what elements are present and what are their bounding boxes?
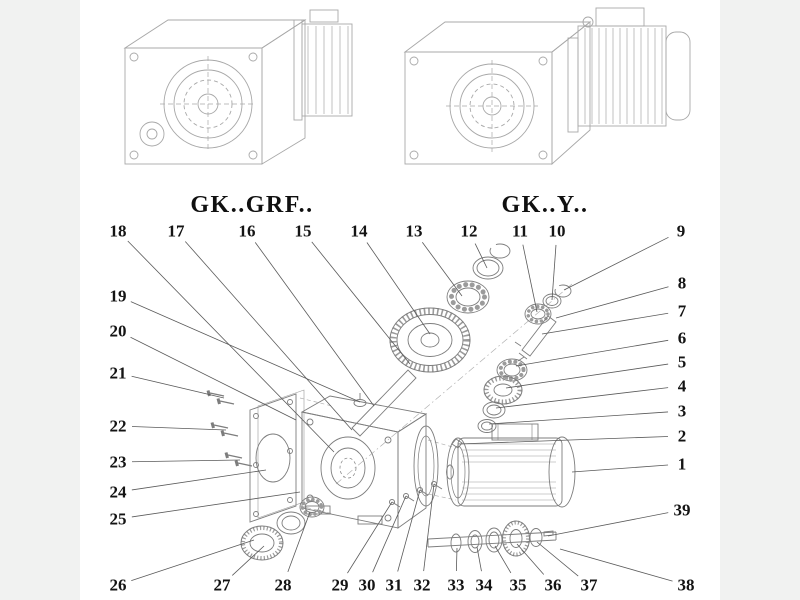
part-number-27: 27 [213,575,231,595]
part-number-34: 34 [475,575,493,595]
part-number-35: 35 [509,575,527,595]
leader-line-10 [551,244,557,301]
retaining-rings-top [472,243,511,280]
part-number-5: 5 [677,352,687,372]
output-shaft-and-gear [351,307,471,437]
part-number-12: 12 [460,221,478,241]
part-number-1: 1 [677,454,687,474]
leader-line-16 [254,242,375,407]
part-number-13: 13 [405,221,423,241]
bottom-shaft-assembly [427,520,557,557]
part-number-38: 38 [677,575,695,595]
leader-line-6 [515,339,669,367]
part-number-22: 22 [109,416,127,436]
leader-line-35 [494,545,512,574]
part-number-28: 28 [274,575,292,595]
gearbox-motor-drawing [403,7,691,166]
part-number-11: 11 [511,221,529,241]
part-number-31: 31 [385,575,403,595]
leader-line-38 [559,548,673,582]
leader-line-36 [516,543,545,575]
leader-line-1 [571,464,669,473]
gear-housing [300,393,439,529]
leader-line-39 [547,512,669,537]
part-number-29: 29 [331,575,349,595]
leader-line-28 [287,511,311,573]
leader-line-8 [555,286,669,319]
part-number-32: 32 [413,575,431,595]
leader-line-15 [311,241,411,365]
leader-line-23 [131,459,241,463]
output-bearing [446,280,490,314]
leader-line-33 [455,547,458,572]
part-number-16: 16 [238,221,256,241]
leader-line-19 [130,301,361,403]
leader-line-3 [488,411,669,425]
part-number-7: 7 [677,301,687,321]
leader-line-4 [495,387,669,409]
part-number-20: 20 [109,321,127,341]
leader-line-34 [476,546,482,572]
leader-line-17 [184,241,353,431]
part-number-10: 10 [548,221,566,241]
leader-line-31 [397,489,421,572]
electric-motor [446,423,576,508]
leader-line-7 [541,312,669,335]
part-number-6: 6 [677,328,687,348]
part-number-4: 4 [677,376,687,396]
model-label-grf: GK..GRF.. [190,192,314,218]
part-number-37: 37 [580,575,598,595]
part-number-25: 25 [109,509,127,529]
part-number-24: 24 [109,482,127,502]
part-number-30: 30 [358,575,376,595]
leader-line-26 [131,539,255,581]
part-number-18: 18 [109,221,127,241]
leader-line-18 [127,240,335,453]
part-number-39: 39 [673,500,691,520]
cover-plate [249,389,305,523]
leader-line-20 [130,336,297,421]
leader-line-11 [522,244,538,313]
part-number-3: 3 [677,401,687,421]
leader-lines [127,236,673,582]
part-number-21: 21 [109,363,127,383]
part-number-33: 33 [447,575,465,595]
part-number-2: 2 [677,426,687,446]
part-number-23: 23 [109,452,127,472]
leader-line-25 [131,491,301,518]
exploded-view-drawing [206,243,576,561]
leader-line-29 [347,501,393,574]
leader-line-12 [474,243,488,269]
part-number-19: 19 [109,286,127,306]
leader-line-24 [131,469,267,491]
leader-line-14 [366,242,431,335]
part-number-14: 14 [350,221,368,241]
leader-line-27 [231,545,265,576]
seal-and-bearing-lower-left [240,496,325,561]
leader-line-32 [423,483,435,572]
part-number-17: 17 [167,221,185,241]
part-number-26: 26 [109,575,127,595]
gearbox-grf-drawing [123,9,353,165]
model-label-y: GK..Y.. [501,192,589,218]
housing-bolts [206,390,253,467]
part-number-8: 8 [677,273,687,293]
leader-line-2 [457,436,669,445]
input-pinion-parts [451,284,572,449]
leader-line-9 [563,236,669,291]
part-number-15: 15 [294,221,312,241]
part-number-9: 9 [676,221,686,241]
leader-line-5 [505,363,669,389]
leader-line-30 [372,495,407,573]
leader-line-21 [131,375,225,399]
leader-line-13 [421,242,463,297]
part-number-36: 36 [544,575,562,595]
leader-line-22 [131,426,227,431]
leader-line-37 [536,541,579,577]
